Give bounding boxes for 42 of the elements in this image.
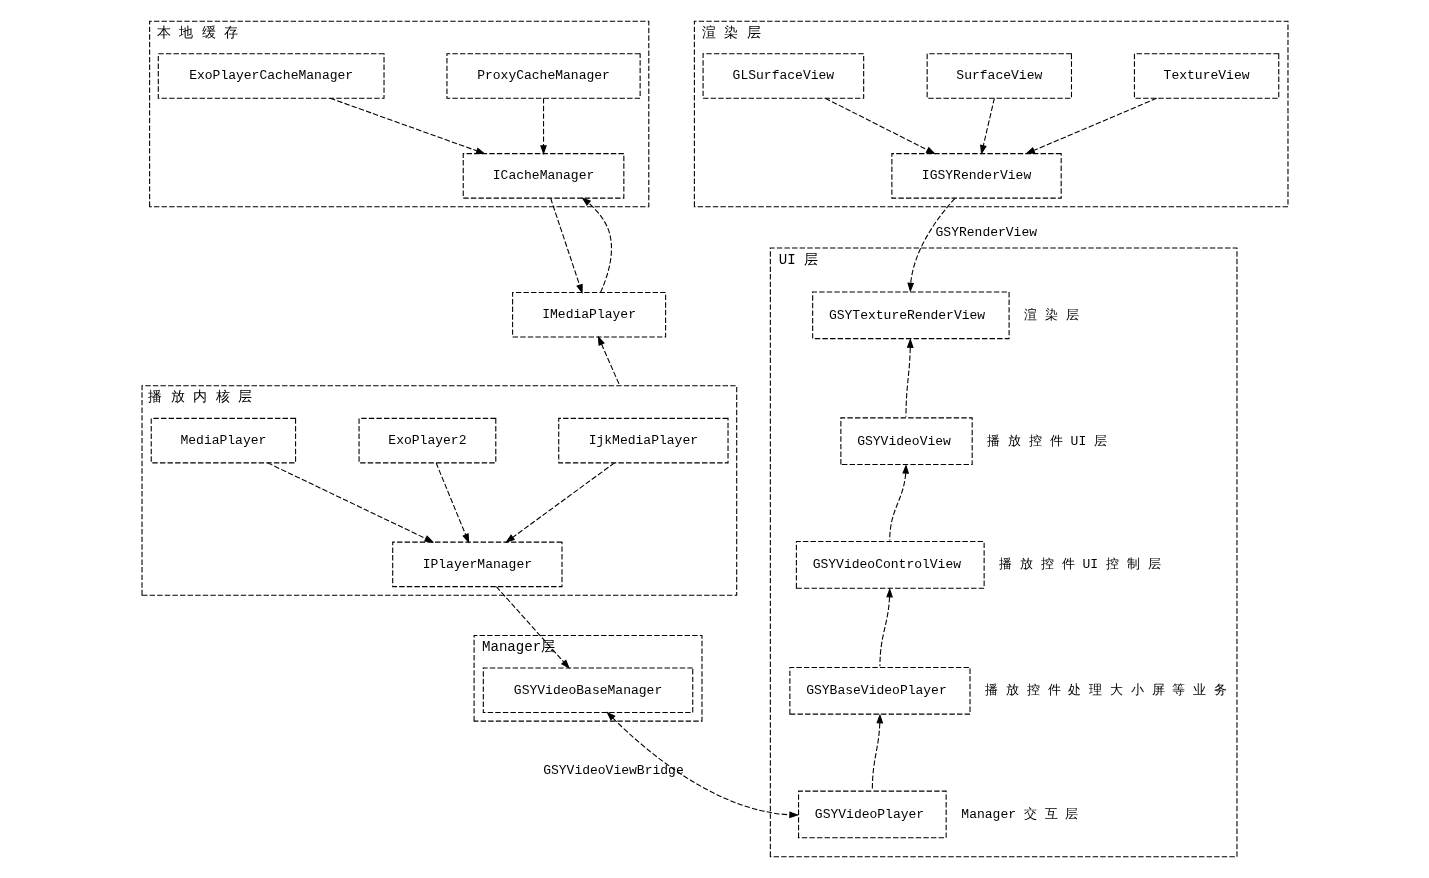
node-box: GLSurfaceView [702,53,864,99]
node-box: ExoPlayerCacheManager [157,53,385,99]
node-box: IPlayerManager [391,541,563,588]
arrow [597,335,620,387]
node-box: GSYVideoPlayer [797,790,947,839]
node-label: 播 放 控 件 处 理 大 小 屏 等 业 务 [984,683,1227,699]
arrow [435,462,469,544]
arrow [906,197,955,293]
node-box: GSYTextureRenderView [811,291,1010,340]
node-box: MediaPlayer [150,417,296,464]
edge-label: GSYVideoViewBridge [542,763,684,779]
arrow [871,713,883,791]
edge-label: GSYRenderView [935,224,1037,240]
arrow [979,97,995,155]
arrow [329,97,486,154]
arrow [1024,97,1157,155]
node-label: 播 放 控 件 UI 层 [986,433,1107,449]
node-box: TextureView [1133,53,1279,99]
node-box: ProxyCacheManager [445,53,641,99]
node-label: 播 放 控 件 UI 控 制 层 [998,557,1161,573]
arrow [904,338,914,418]
arrow [504,462,615,543]
arrow [539,97,547,155]
node-box: IMediaPlayer [511,291,666,338]
node-label: 渲 染 层 [1023,307,1079,323]
node-label: Manager 交 互 层 [960,806,1078,822]
node-box: SurfaceView [926,53,1072,99]
arrow [605,711,799,819]
node-box: GSYBaseVideoPlayer [788,666,971,715]
node-box: GSYVideoBaseManager [482,667,693,713]
node-box: IGSYRenderView [890,153,1062,199]
arrow [878,587,893,667]
arrow [580,197,612,293]
node-box: GSYVideoControlView [795,541,985,589]
node-box: IjkMediaPlayer [557,417,729,464]
node-box: ExoPlayer2 [358,417,496,464]
arrow [266,462,434,543]
arrow [888,463,909,541]
node-box: GSYVideoView [839,417,973,466]
node-box: ICacheManager [462,153,624,199]
arrow [495,586,570,669]
arrow [824,97,936,155]
